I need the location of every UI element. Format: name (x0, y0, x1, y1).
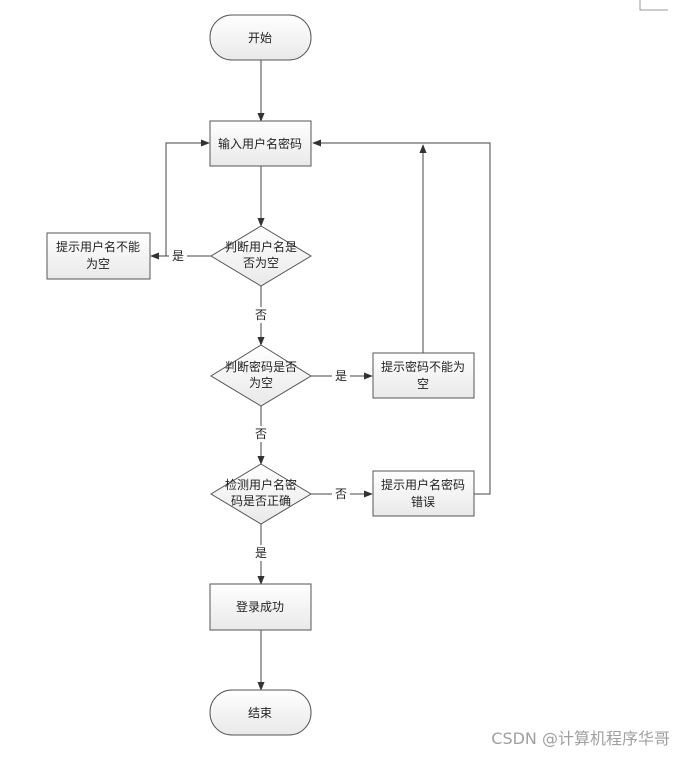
login-success-node: 登录成功 (209, 583, 312, 631)
edge-hint-username-back (165, 139, 210, 256)
end-label: 结束 (248, 706, 272, 720)
verify-label-line1: 检测用户名密 (225, 477, 297, 492)
start-node: 开始 (209, 14, 312, 61)
hint-username-empty-node: 提示用户名不能 为空 (46, 232, 151, 280)
edge-label-yes: 是 (172, 249, 184, 263)
check-password-label-line2: 为空 (249, 376, 273, 390)
edge-hint-error-back (312, 139, 491, 495)
hint-credentials-error-node: 提示用户名密码 错误 (372, 470, 475, 517)
check-password-empty-node: 判断密码是否 为空 (210, 344, 312, 407)
hint-username-label-line2: 为空 (86, 257, 110, 271)
edge-label-no: 否 (335, 487, 347, 501)
end-node: 结束 (209, 689, 312, 736)
page-corner-mark (639, 0, 668, 11)
hint-username-label-line1: 提示用户名不能 (56, 239, 140, 254)
input-credentials-node: 输入用户名密码 (209, 120, 312, 167)
hint-error-label-line2: 错误 (411, 495, 435, 509)
edge-label-no: 否 (255, 427, 267, 441)
check-username-label-line2: 否为空 (243, 256, 279, 270)
edge-label-yes: 是 (335, 369, 347, 383)
edge-label-no: 否 (255, 308, 267, 322)
hint-error-label-line1: 提示用户名密码 (381, 477, 465, 492)
edge-label-yes: 是 (255, 546, 267, 560)
verify-label-line2: 码是否正确 (231, 494, 291, 508)
hint-password-label-line1: 提示密码不能为 (381, 359, 465, 374)
watermark: CSDN @计算机程序华哥 (491, 729, 670, 748)
check-username-empty-node: 判断用户名是 否为空 (210, 225, 312, 287)
hint-password-empty-node: 提示密码不能为 空 (372, 352, 475, 399)
hint-password-label-line2: 空 (417, 377, 429, 391)
input-credentials-label: 输入用户名密码 (218, 136, 302, 151)
check-password-label-line1: 判断密码是否 (225, 359, 297, 374)
start-label: 开始 (248, 31, 272, 45)
check-username-label-line1: 判断用户名是 (225, 239, 297, 254)
login-success-label: 登录成功 (236, 599, 284, 614)
verify-credentials-node: 检测用户名密 码是否正确 (210, 463, 312, 525)
